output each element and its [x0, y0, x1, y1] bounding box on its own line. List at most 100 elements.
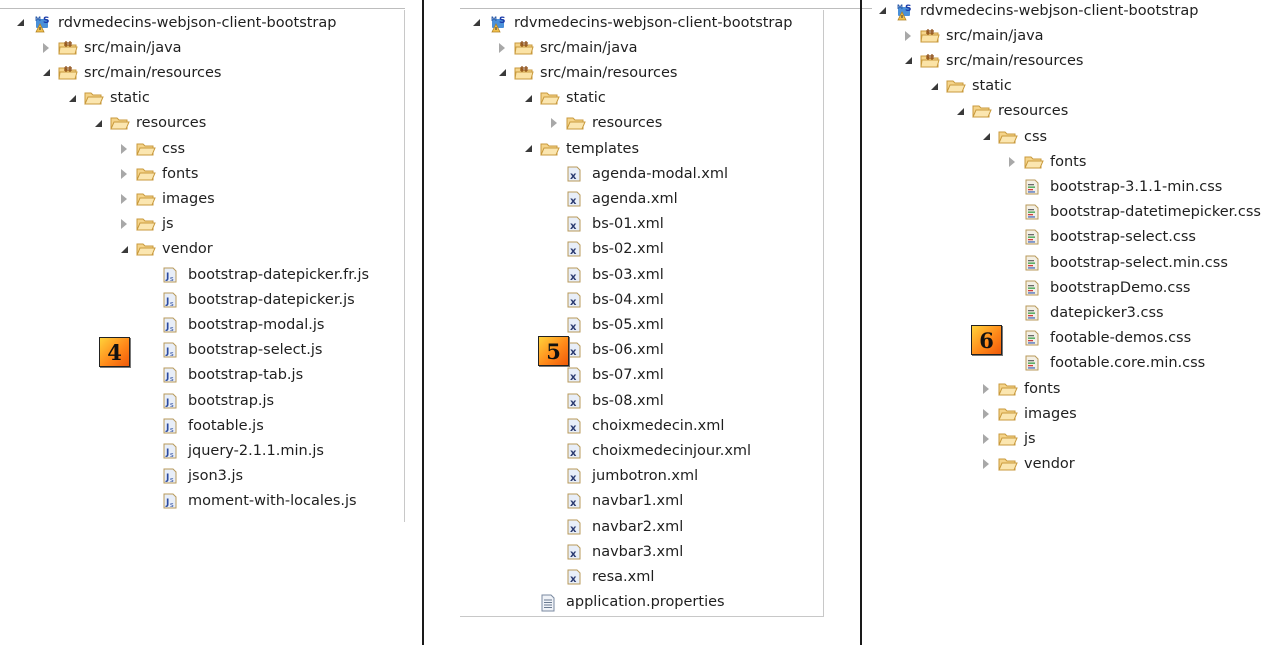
expanded-arrow-icon[interactable]: [470, 17, 482, 29]
tree-item[interactable]: resources: [92, 111, 206, 136]
tree-item[interactable]: resources: [548, 111, 662, 136]
expanded-arrow-icon[interactable]: [902, 55, 914, 67]
expanded-arrow-icon[interactable]: [496, 67, 508, 79]
tree-item[interactable]: fonts: [118, 161, 198, 186]
expanded-arrow-icon[interactable]: [954, 105, 966, 117]
collapsed-arrow-icon[interactable]: [980, 408, 992, 420]
expanded-arrow-icon[interactable]: [522, 92, 534, 104]
collapsed-arrow-icon[interactable]: [118, 143, 130, 155]
expanded-arrow-icon[interactable]: [92, 117, 104, 129]
tree-item[interactable]: js: [980, 426, 1036, 451]
tree-item-label: bootstrap-tab.js: [188, 367, 304, 384]
expanded-arrow-icon[interactable]: [66, 92, 78, 104]
expanded-arrow-icon[interactable]: [118, 243, 130, 255]
tree-item[interactable]: bootstrap-3.1.1-min.css: [1006, 174, 1222, 199]
tree-item[interactable]: static: [522, 86, 606, 111]
tree-item[interactable]: css: [118, 136, 185, 161]
svg-text:x: x: [570, 524, 577, 535]
tree-item[interactable]: fonts: [980, 376, 1060, 401]
expanded-arrow-icon[interactable]: [980, 131, 992, 143]
tree-item[interactable]: js: [118, 212, 174, 237]
xml-file-icon: x: [566, 166, 584, 182]
tree-item[interactable]: src/main/java: [902, 23, 1044, 48]
collapsed-arrow-icon[interactable]: [118, 218, 130, 230]
collapsed-arrow-icon[interactable]: [118, 193, 130, 205]
collapsed-arrow-icon[interactable]: [1006, 156, 1018, 168]
tree-item[interactable]: src/main/resources: [902, 48, 1083, 73]
tree-item[interactable]: bootstrapDemo.css: [1006, 275, 1190, 300]
tree-item[interactable]: footable-demos.css: [1006, 326, 1191, 351]
collapsed-arrow-icon[interactable]: [496, 42, 508, 54]
tree-item[interactable]: src/main/resources: [40, 60, 221, 85]
tree-item[interactable]: fonts: [1006, 149, 1086, 174]
tree-item[interactable]: static: [928, 74, 1012, 99]
tree-item[interactable]: src/main/resources: [496, 60, 677, 85]
tree-item[interactable]: footable.core.min.css: [1006, 351, 1205, 376]
tree-item[interactable]: images: [118, 186, 215, 211]
tree-item[interactable]: src/main/java: [40, 35, 182, 60]
tree-item[interactable]: css: [980, 124, 1047, 149]
tree-item-label: bootstrapDemo.css: [1050, 279, 1191, 296]
tree-item[interactable]: vendor: [980, 452, 1075, 477]
collapsed-arrow-icon[interactable]: [980, 383, 992, 395]
tree-item[interactable]: application.properties: [522, 590, 725, 615]
tree-item[interactable]: bootstrap-datetimepicker.css: [1006, 200, 1261, 225]
tree-item-label: bootstrap.js: [188, 392, 275, 409]
collapsed-arrow-icon[interactable]: [40, 42, 52, 54]
tree-item[interactable]: resources: [954, 99, 1068, 124]
collapsed-arrow-icon[interactable]: [118, 168, 130, 180]
collapsed-arrow-icon[interactable]: [548, 117, 560, 129]
tree-item[interactable]: bootstrap-select.min.css: [1006, 250, 1228, 275]
tree-item[interactable]: vendor: [118, 237, 213, 262]
tree-item[interactable]: images: [980, 401, 1077, 426]
collapsed-arrow-icon[interactable]: [980, 433, 992, 445]
svg-text:S: S: [43, 16, 49, 26]
collapsed-arrow-icon[interactable]: [902, 30, 914, 42]
expanded-arrow-icon[interactable]: [40, 67, 52, 79]
css-file-icon: [1024, 255, 1042, 271]
css-file-icon: [1024, 355, 1042, 371]
tree-item[interactable]: src/main/java: [496, 35, 638, 60]
tree-item[interactable]: templates: [522, 136, 639, 161]
tree-item[interactable]: datepicker3.css: [1006, 300, 1164, 325]
tree-item[interactable]: static: [66, 86, 150, 111]
expanded-arrow-icon[interactable]: [876, 5, 888, 17]
tree-item[interactable]: bootstrap-select.css: [1006, 225, 1196, 250]
tree-item-label: images: [162, 190, 215, 207]
collapsed-arrow-icon[interactable]: [980, 458, 992, 470]
expanded-arrow-icon[interactable]: [522, 143, 534, 155]
expanded-arrow-icon[interactable]: [928, 80, 940, 92]
expanded-arrow-icon[interactable]: [14, 17, 26, 29]
